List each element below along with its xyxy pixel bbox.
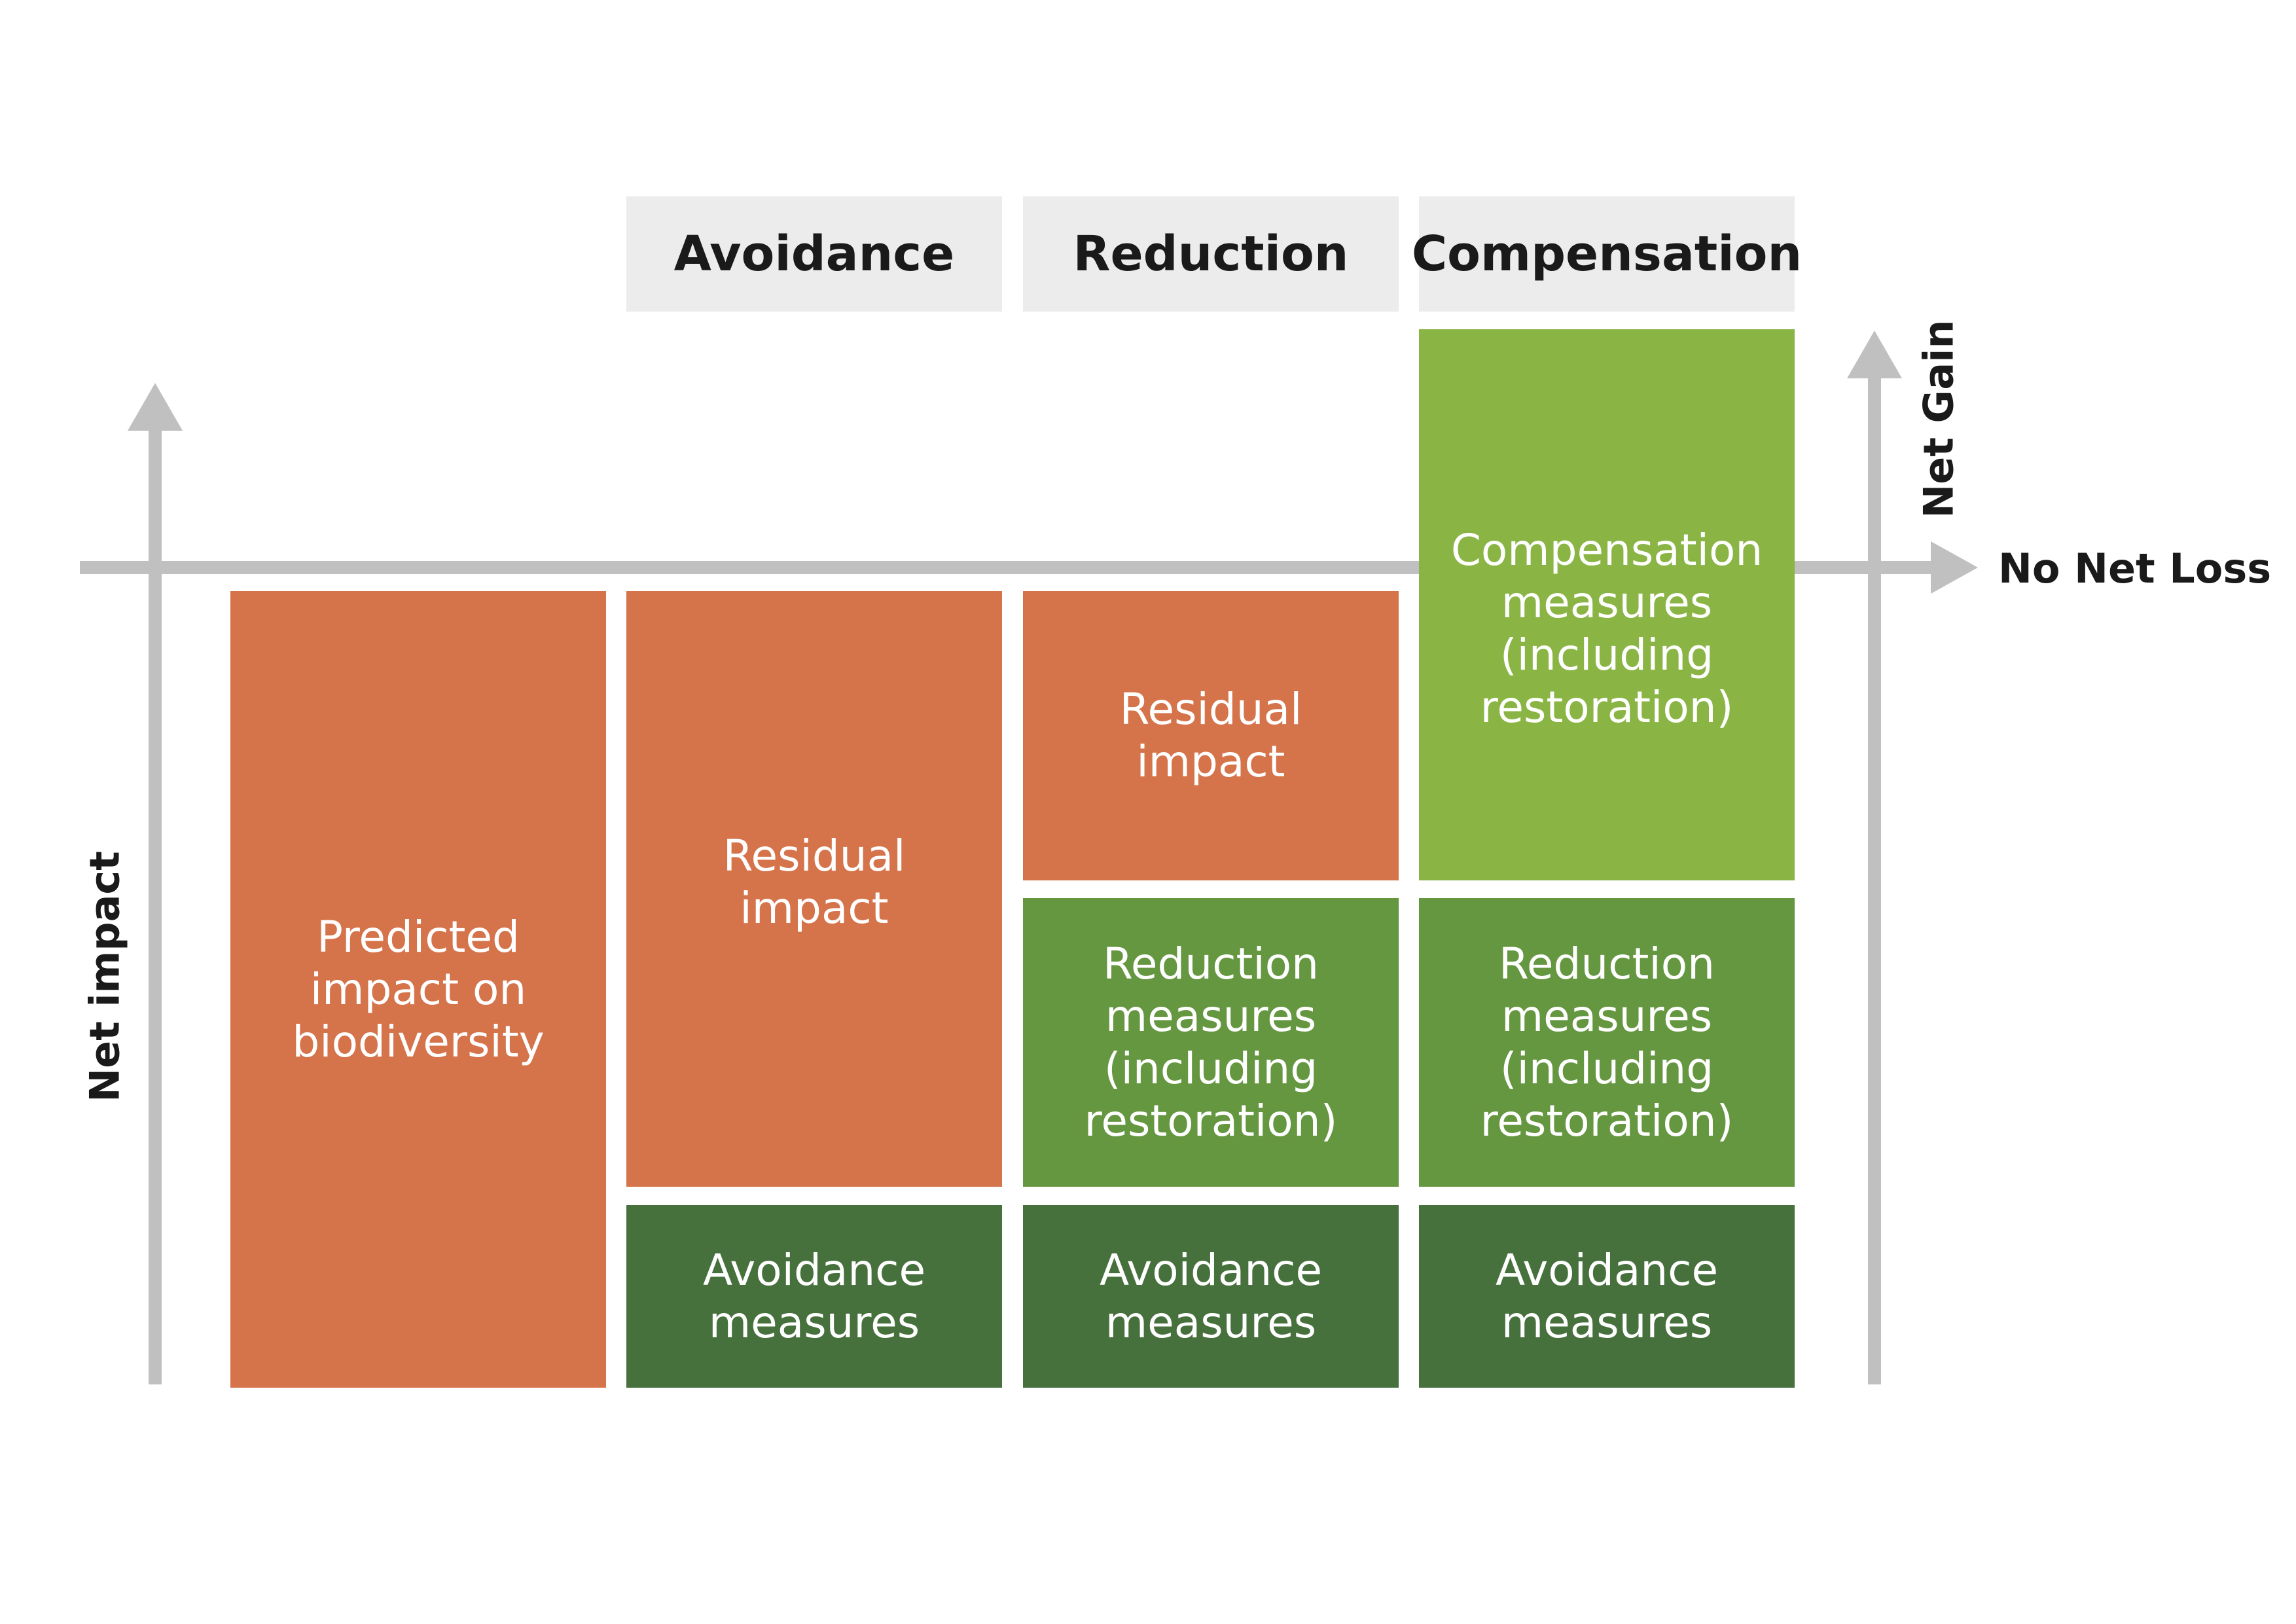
no-net-loss-arrowhead: [1931, 541, 1978, 594]
avoidance-column-avoidance-measures-box: Avoidance measures: [626, 1205, 1002, 1388]
reduction-residual-impact-box: Residual impact: [1023, 591, 1399, 880]
avoidance-residual-impact-box: Residual impact: [626, 591, 1002, 1187]
compensation-column-reduction-measures-box: Reduction measures (including restoratio…: [1419, 898, 1795, 1187]
net-gain-arrowhead: [1847, 331, 1902, 378]
reduction-column-avoidance-measures-box: Avoidance measures: [1023, 1205, 1399, 1388]
reduction-column-reduction-measures-box: Reduction measures (including restoratio…: [1023, 898, 1399, 1187]
net-gain-axis-line: [1868, 372, 1881, 1384]
header-avoidance: Avoidance: [626, 196, 1002, 312]
no-net-loss-label: No Net Loss: [1998, 545, 2272, 592]
net-impact-arrowhead: [128, 383, 183, 431]
header-compensation: Compensation: [1412, 196, 1802, 312]
compensation-measures-box: Compensation measures (including restora…: [1419, 329, 1795, 880]
net-impact-axis-line: [149, 425, 162, 1384]
header-reduction: Reduction: [1023, 196, 1399, 312]
compensation-column-avoidance-measures-box: Avoidance measures: [1419, 1205, 1795, 1388]
predicted-impact-box: Predicted impact on biodiversity: [230, 591, 606, 1388]
net-impact-label: Net impact: [81, 851, 129, 1102]
net-gain-label: Net Gain: [1914, 319, 1963, 518]
